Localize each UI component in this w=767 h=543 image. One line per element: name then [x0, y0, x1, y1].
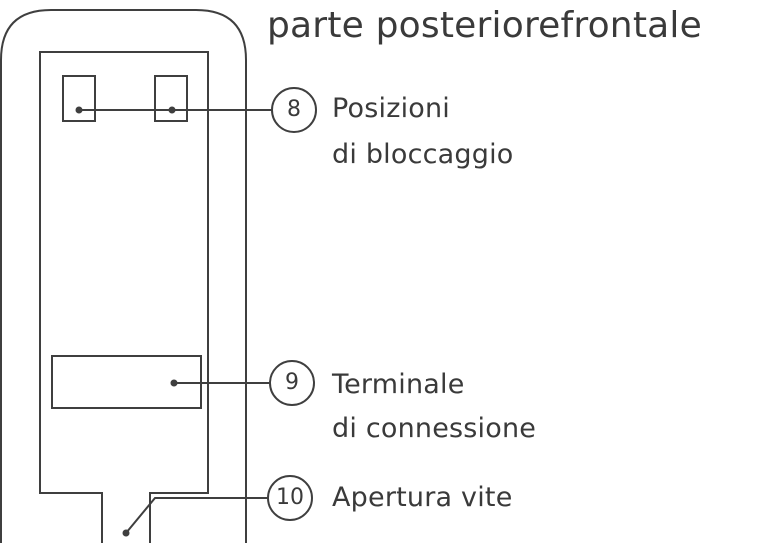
diagram-title: parte posteriorefrontale: [267, 5, 702, 46]
callout-label-8-line2: di bloccaggio: [332, 139, 514, 170]
callout-label-10: Apertura vite: [332, 482, 513, 513]
callout-label-9-line1: Terminale: [332, 369, 465, 400]
callout-label-8-line1: Posizioni: [332, 93, 451, 124]
locking-slot-right: [154, 75, 188, 122]
leader-line-10: [125, 497, 268, 534]
callout-circle-8: [271, 87, 317, 133]
callout-number-8: 8: [287, 97, 301, 122]
device-housing-outline: [0, 9, 247, 543]
callout-circle-10: [267, 475, 313, 521]
callout-number-10: 10: [276, 485, 304, 510]
inner-panel-outline: [39, 51, 209, 543]
locking-slot-left: [62, 75, 96, 122]
callout-number-9: 9: [285, 370, 299, 395]
callout-label-9-line2: di connessione: [332, 413, 537, 444]
callout-circle-9: [269, 360, 315, 406]
